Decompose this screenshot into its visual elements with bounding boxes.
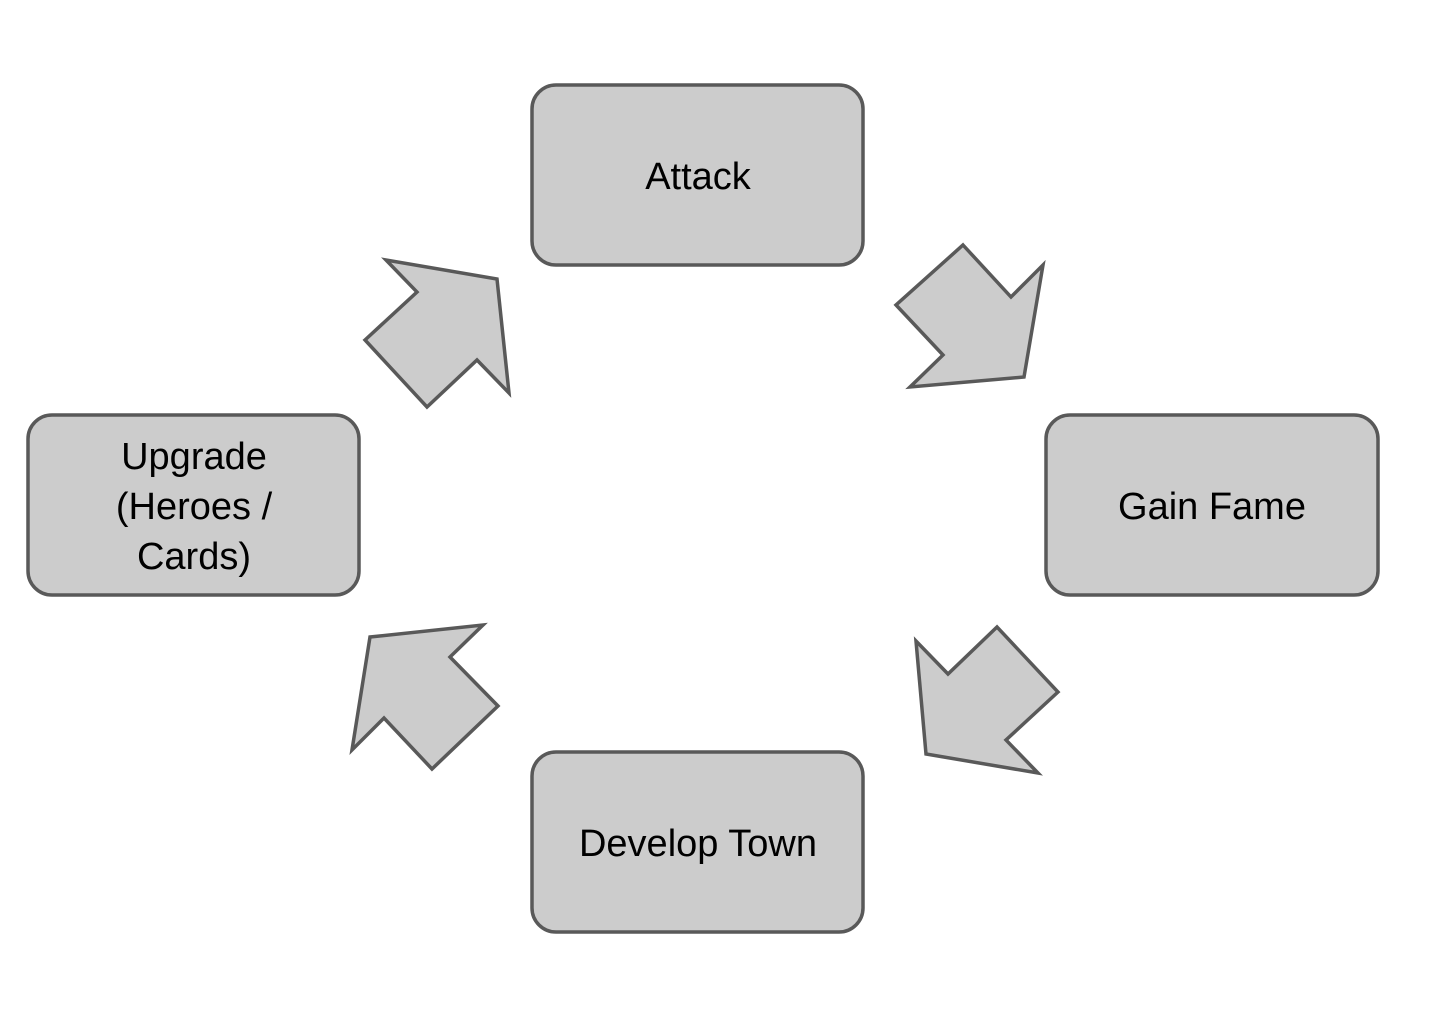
node-upgrade-label-line-1: Upgrade <box>121 436 267 478</box>
node-gain-fame-label: Gain Fame <box>1118 486 1306 528</box>
node-gain-fame: Gain Fame <box>1044 413 1380 597</box>
node-attack: Attack <box>530 83 865 267</box>
arrow-attack-to-gain-fame <box>893 242 1046 390</box>
node-develop-town: Develop Town <box>530 750 865 934</box>
node-attack-label: Attack <box>645 156 752 198</box>
node-upgrade-label-line-3: Cards) <box>137 536 251 578</box>
node-upgrade-label-line-2: (Heroes / <box>116 486 273 528</box>
node-upgrade: Upgrade (Heroes / Cards) <box>26 413 361 597</box>
arrow-upgrade-to-attack <box>362 257 512 410</box>
arrow-gain-fame-to-develop-town <box>913 624 1061 776</box>
node-develop-town-label: Develop Town <box>579 823 817 865</box>
arrow-develop-town-to-upgrade <box>349 622 501 772</box>
